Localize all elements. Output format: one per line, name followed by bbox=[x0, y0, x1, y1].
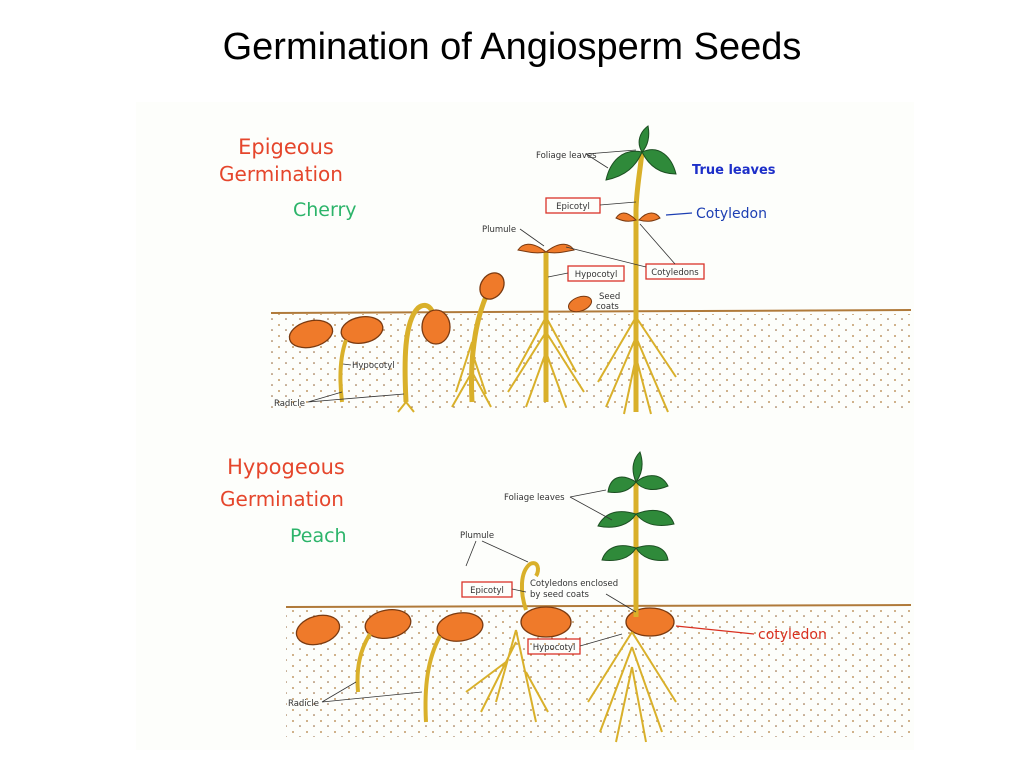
label-epicotyl: Epicotyl bbox=[556, 202, 590, 212]
epigeous-heading-line2: Germination bbox=[219, 162, 343, 186]
label-cotyledons-enclosed-line2: by seed coats bbox=[530, 590, 590, 600]
stem bbox=[633, 151, 645, 412]
roots bbox=[597, 316, 677, 415]
pointer-line bbox=[342, 363, 352, 366]
pointer-line bbox=[565, 223, 676, 268]
seed bbox=[340, 316, 384, 344]
label-epicotyl: Epicotyl bbox=[470, 586, 504, 596]
foliage-leaf bbox=[597, 511, 637, 528]
foliage-leaf bbox=[605, 150, 643, 181]
seed bbox=[364, 608, 412, 640]
label-cotyledons-enclosed-line1: Cotyledons enclosed bbox=[530, 579, 618, 589]
radicle bbox=[423, 635, 442, 723]
radicle bbox=[355, 632, 372, 693]
pointer-line bbox=[569, 489, 613, 521]
label-hypocotyl: Hypocotyl bbox=[352, 361, 395, 371]
epicotyl-box bbox=[461, 581, 513, 598]
hypogeous-heading-line1: Hypogeous bbox=[227, 455, 345, 479]
plumule-hook bbox=[519, 561, 540, 611]
epigeous-heading-line1: Epigeous bbox=[238, 135, 334, 159]
roots bbox=[507, 316, 585, 408]
cotyledon-arrow bbox=[675, 625, 755, 635]
epigeous-species: Cherry bbox=[293, 199, 357, 221]
label-hypocotyl: Hypocotyl bbox=[533, 643, 576, 653]
foliage-leaf bbox=[641, 149, 677, 175]
epigeous-section: Epigeous Germination Cherry Fo bbox=[219, 125, 921, 415]
seed bbox=[520, 606, 572, 638]
seed bbox=[295, 614, 341, 646]
label-cotyledons: Cotyledons bbox=[651, 268, 699, 278]
label-radicle: Radicle bbox=[274, 399, 305, 409]
hypogeous-heading-line2: Germination bbox=[220, 487, 344, 511]
foliage-leaf bbox=[635, 475, 669, 490]
pointer-line bbox=[465, 540, 529, 567]
slide-title: Germination of Angiosperm Seeds bbox=[222, 26, 802, 68]
label-hypocotyl-box: Hypocotyl bbox=[575, 270, 618, 280]
roots bbox=[587, 631, 677, 743]
hypogeous-species: Peach bbox=[290, 525, 347, 547]
hypogeous-section: Hypogeous Germination Peach Foliage leav… bbox=[220, 451, 916, 743]
roots bbox=[451, 341, 492, 408]
epicotyl-box bbox=[545, 197, 601, 214]
foliage-leaf bbox=[638, 125, 650, 153]
label-seed: Seed bbox=[599, 292, 620, 302]
label-seed-coats: coats bbox=[596, 302, 619, 312]
pointer-line bbox=[307, 391, 405, 403]
label-plumule: Plumule bbox=[482, 225, 516, 235]
hypocotyl-box bbox=[527, 638, 581, 655]
pointer-line bbox=[511, 588, 527, 593]
roots bbox=[465, 629, 549, 723]
label-foliage-leaves: Foliage leaves bbox=[536, 151, 597, 161]
cotyledon bbox=[517, 243, 548, 254]
seed-coat bbox=[567, 295, 593, 313]
seed bbox=[479, 272, 505, 300]
hypogeous-soil-line bbox=[285, 604, 912, 608]
cotyledon bbox=[544, 243, 575, 254]
pointer-line bbox=[605, 593, 637, 613]
cotyledon bbox=[615, 212, 637, 222]
label-radicle: Radicle bbox=[288, 699, 319, 709]
germination-illustration: Epigeous Germination Cherry Fo bbox=[136, 102, 921, 750]
foliage-leaf bbox=[635, 545, 669, 561]
pointer-line bbox=[585, 149, 637, 169]
hypocotyl-box bbox=[567, 265, 625, 282]
foliage-leaf bbox=[632, 451, 643, 483]
seed bbox=[421, 309, 451, 345]
label-cotyledon: cotyledon bbox=[758, 627, 827, 643]
pointer-line bbox=[547, 272, 569, 278]
label-foliage-leaves: Foliage leaves bbox=[504, 493, 565, 503]
epigeous-soil-line bbox=[270, 309, 912, 314]
pointer-line bbox=[321, 681, 423, 703]
label-true-leaves: True leaves bbox=[692, 163, 776, 178]
pointer-line bbox=[599, 201, 637, 206]
cotyledon-arrow bbox=[665, 212, 693, 216]
foliage-leaf bbox=[607, 476, 637, 493]
seed bbox=[436, 612, 484, 642]
seed bbox=[625, 607, 675, 637]
label-cotyledon: Cotyledon bbox=[696, 206, 767, 222]
label-plumule: Plumule bbox=[460, 531, 494, 541]
stem bbox=[469, 290, 491, 403]
foliage-leaf bbox=[601, 545, 637, 561]
root bbox=[397, 401, 415, 413]
cotyledon bbox=[638, 212, 661, 222]
radicle bbox=[338, 339, 348, 403]
pointer-line bbox=[579, 633, 623, 647]
foliage-leaf bbox=[635, 509, 675, 527]
seed bbox=[288, 319, 334, 349]
pointer-line bbox=[519, 228, 545, 247]
